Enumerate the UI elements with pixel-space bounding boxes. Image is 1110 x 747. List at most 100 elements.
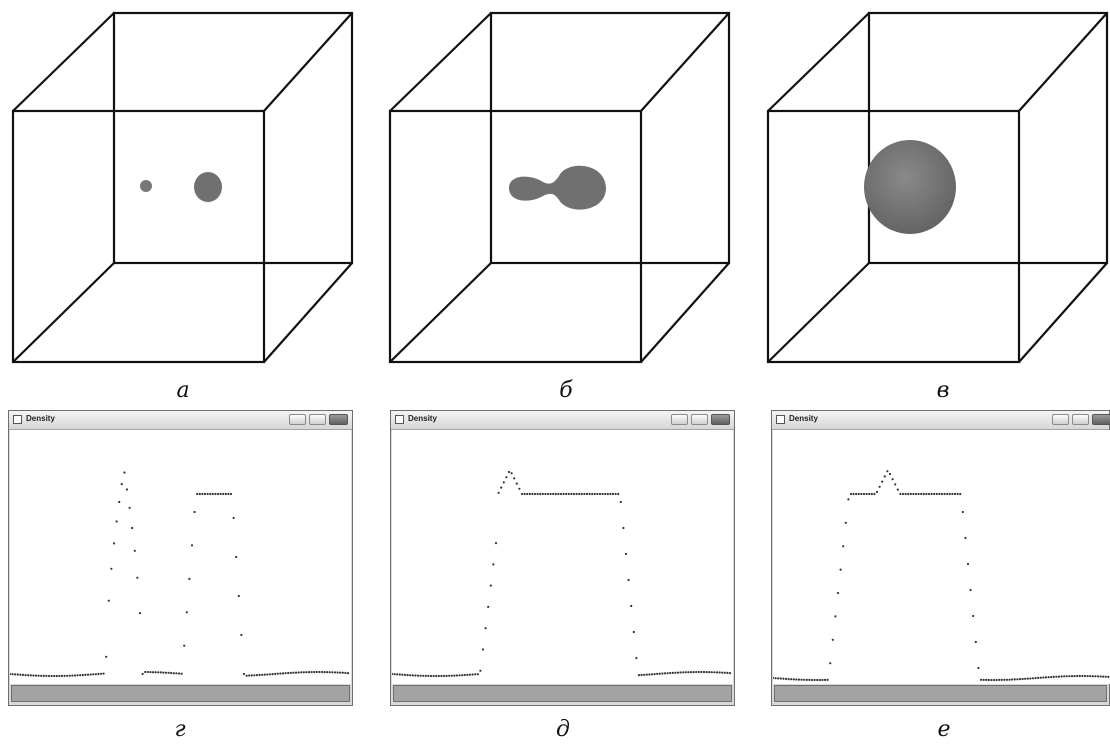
density-point — [679, 671, 682, 674]
density-point — [115, 520, 118, 523]
status-bar — [774, 685, 1107, 702]
density-point — [40, 674, 43, 677]
density-point — [258, 673, 261, 677]
density-point — [554, 492, 557, 496]
close-button[interactable] — [1092, 414, 1110, 425]
density-point — [676, 671, 680, 674]
density-point — [411, 674, 414, 677]
density-point — [839, 568, 842, 571]
density-point — [224, 492, 227, 496]
density-point — [526, 492, 529, 496]
merged-droplet — [864, 140, 956, 234]
density-plot — [392, 430, 733, 684]
density-point — [289, 671, 292, 674]
density-point — [1026, 677, 1029, 680]
density-point — [1099, 675, 1102, 678]
density-point — [969, 588, 972, 592]
density-point — [133, 549, 136, 552]
density-point — [305, 671, 308, 674]
density-point — [341, 671, 344, 674]
density-point — [896, 488, 899, 491]
density-point — [614, 492, 617, 496]
density-point — [505, 476, 508, 479]
density-point — [333, 671, 337, 674]
density-point — [779, 677, 782, 680]
density-point — [10, 672, 12, 676]
close-button[interactable] — [329, 414, 348, 425]
density-point — [344, 671, 347, 674]
density-point — [281, 672, 285, 675]
density-plot — [10, 430, 351, 684]
density-point — [14, 673, 17, 676]
density-point — [274, 672, 277, 675]
density-point — [784, 677, 788, 680]
density-point — [1076, 674, 1079, 678]
density-point — [580, 492, 583, 496]
density-point — [450, 674, 453, 677]
density-point — [800, 678, 803, 681]
density-point — [831, 638, 834, 641]
density-point — [255, 674, 259, 677]
density-point — [136, 576, 139, 579]
window-titlebar: Density — [772, 411, 1110, 430]
minimize-button[interactable] — [671, 414, 688, 425]
density-point — [16, 673, 19, 676]
density-point — [570, 492, 573, 496]
cube-panel-a — [11, 11, 354, 364]
density-point — [715, 671, 719, 674]
density-point — [440, 674, 443, 678]
density-point — [818, 678, 821, 682]
density-point — [27, 674, 30, 677]
density-point — [206, 492, 209, 496]
density-point — [458, 674, 461, 677]
density-point — [479, 669, 482, 672]
density-point — [141, 672, 144, 676]
density-point — [125, 488, 129, 491]
maximize-button[interactable] — [691, 414, 708, 425]
maximize-button[interactable] — [309, 414, 326, 425]
density-point — [414, 674, 417, 677]
density-point — [1016, 678, 1019, 681]
density-point — [849, 492, 853, 496]
density-point — [943, 492, 946, 496]
density-point — [1008, 678, 1011, 681]
density-point — [468, 673, 472, 676]
minimize-button[interactable] — [1052, 414, 1069, 425]
density-point — [481, 648, 485, 651]
density-point — [630, 604, 633, 608]
density-point — [346, 672, 350, 675]
density-point — [92, 673, 95, 676]
density-point — [1000, 678, 1003, 681]
density-point — [118, 500, 121, 504]
density-point — [773, 676, 775, 680]
app-icon — [395, 415, 404, 424]
density-point — [1086, 675, 1089, 678]
maximize-button[interactable] — [1072, 414, 1089, 425]
density-point — [89, 673, 92, 676]
density-point — [881, 480, 884, 483]
caption-e: д — [556, 717, 570, 742]
density-point — [331, 671, 334, 674]
density-point — [94, 673, 97, 676]
density-point — [1055, 675, 1058, 678]
density-point — [68, 674, 71, 677]
density-point — [857, 492, 860, 496]
status-bar — [11, 685, 350, 702]
large-droplet — [194, 172, 222, 202]
caption-f: е — [937, 717, 951, 742]
density-point — [146, 670, 149, 674]
density-point — [63, 674, 66, 677]
density-point — [648, 673, 651, 676]
density-point — [216, 492, 220, 496]
density-point — [79, 674, 82, 677]
density-point — [198, 492, 201, 496]
close-button[interactable] — [711, 414, 730, 425]
density-point — [713, 671, 716, 674]
density-point — [240, 633, 243, 637]
density-point — [105, 655, 108, 658]
minimize-button[interactable] — [289, 414, 306, 425]
density-point — [263, 673, 266, 676]
density-point — [972, 614, 975, 618]
density-point — [541, 492, 544, 496]
density-point — [445, 674, 448, 677]
